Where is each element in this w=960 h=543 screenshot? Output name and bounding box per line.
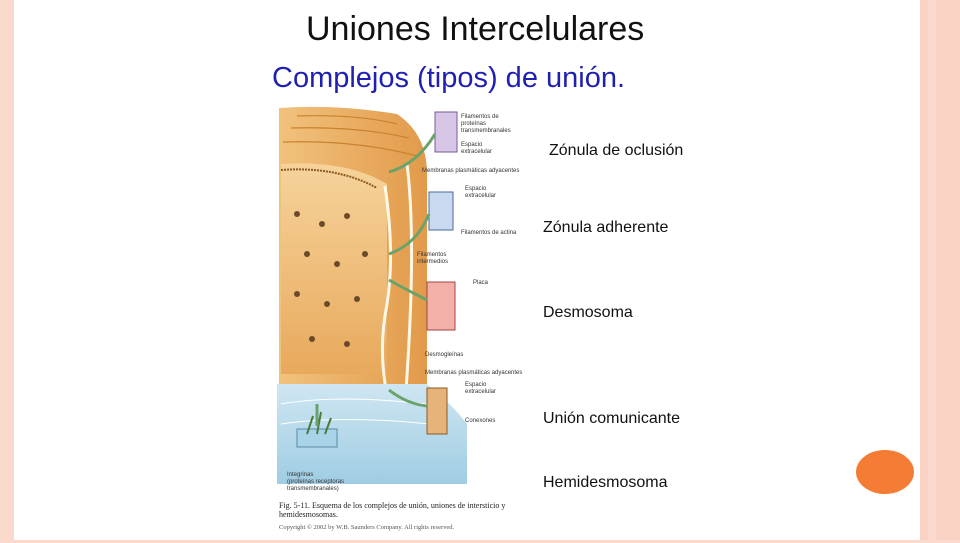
svg-text:Conexones: Conexones — [465, 418, 495, 424]
svg-text:Espacio: Espacio — [461, 142, 483, 148]
svg-text:Integrinas: Integrinas — [287, 472, 313, 478]
svg-text:Espacio: Espacio — [465, 382, 487, 388]
label-union-comunicante: Unión comunicante — [543, 410, 680, 427]
svg-text:Desmogleínas: Desmogleínas — [425, 352, 463, 358]
svg-text:(proteínas receptoras: (proteínas receptoras — [287, 479, 344, 485]
svg-text:proteínas: proteínas — [461, 121, 486, 127]
svg-text:Membranas plasmáticas adyacent: Membranas plasmáticas adyacentes — [425, 370, 522, 376]
junction-illustration: Filamentos de proteínas transmembranales… — [277, 106, 522, 531]
svg-text:extracelular: extracelular — [465, 389, 496, 395]
svg-text:transmembranales: transmembranales — [461, 128, 511, 134]
cell-block — [279, 106, 427, 405]
label-zonula-oclusion: Zónula de oclusión — [549, 142, 684, 159]
arrows — [315, 133, 437, 426]
page-title: Uniones Intercelulares — [306, 10, 645, 48]
svg-text:extracelular: extracelular — [465, 193, 496, 199]
page-subtitle: Complejos (tipos) de unión. — [272, 62, 626, 94]
svg-text:Filamentos de: Filamentos de — [461, 114, 499, 120]
hemidesmosome-inset — [296, 411, 338, 448]
figure-caption: hemidesmosomas. — [279, 510, 338, 519]
junction-figure: Filamentos de proteínas transmembranales… — [277, 104, 547, 538]
svg-text:extracelular: extracelular — [461, 149, 492, 155]
figure-annotations: Filamentos de proteínas transmembranales… — [287, 114, 522, 492]
label-desmosoma: Desmosoma — [543, 304, 633, 321]
figure-caption: Fig. 5-11. Esquema de los complejos de u… — [279, 501, 505, 510]
svg-text:Filamentos de actina: Filamentos de actina — [461, 230, 517, 236]
figure-copyright: Copyright © 2002 by W.B. Saunders Compan… — [279, 524, 455, 531]
junction-insets — [426, 111, 458, 435]
svg-text:transmembranales): transmembranales) — [287, 486, 339, 492]
decor-stripe — [936, 0, 960, 540]
svg-text:intermedios: intermedios — [417, 259, 448, 265]
svg-text:Placa: Placa — [473, 280, 489, 286]
basement-membrane — [277, 384, 467, 484]
svg-text:Espacio: Espacio — [465, 186, 487, 192]
svg-text:Membranas plasmáticas adyacent: Membranas plasmáticas adyacentes — [422, 168, 519, 174]
decor-circle — [856, 450, 914, 494]
label-hemidesmosoma: Hemidesmosoma — [543, 474, 668, 491]
label-zonula-adherente: Zónula adherente — [543, 219, 669, 236]
desmosome-dots — [294, 211, 368, 347]
svg-text:Filamentos: Filamentos — [417, 252, 446, 258]
decor-stripe — [920, 0, 928, 540]
